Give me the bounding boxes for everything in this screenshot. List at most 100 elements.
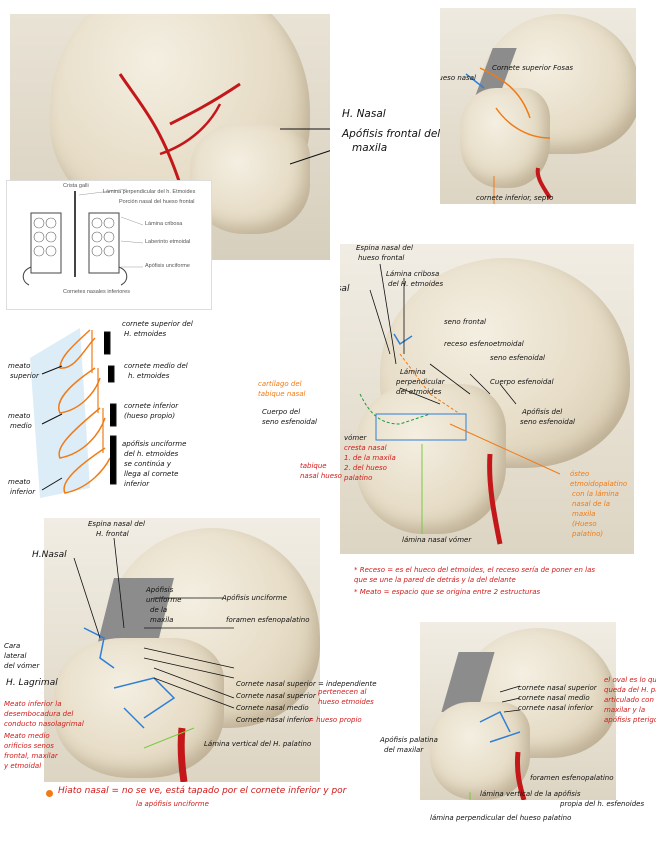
label-septum-c1: tabique [300,462,327,470]
label-note-c2: etmoidopalatino [570,480,628,488]
label-vertical-e2: propia del h. esfenoides [560,800,645,808]
label-sup-e: cornete nasal superior [518,684,597,692]
sketch-uncinate-1: apófisis unciforme [122,440,187,448]
label-uncinate-d3: de la [150,606,168,614]
label-inf-concha-d: Cornete nasal medio [236,704,309,712]
label-cribriform-c2: del H. etmoides [388,280,444,288]
ethmoid-diagram: Crista galli Lámina perpendicular del h.… [6,180,212,310]
diagram-label-nasal-part: Porción nasal del hueso frontal [119,199,195,205]
label-sup-concha-b: Cornete superior Fosas [492,64,574,72]
diagram-label-labyrinth: Laberinto etmoidal [145,239,191,245]
label-palatine-d: Lámina vertical del H. palatino [204,740,312,748]
label-red-note-e2: queda del H. palatino [604,686,656,694]
label-own-bone-d: = hueso propio [308,716,362,724]
sketch-uncinate-5: inferior [124,480,150,488]
sketch-middle-meatus-2: medio [10,422,32,430]
label-spine-d1: Espina nasal del [88,520,145,528]
label-red-note-e5: apófisis pterigoides [604,716,656,724]
skull-photo-lateral [10,14,330,260]
sketch-upper-meatus-1: meato [8,362,31,370]
label-hiato-d: Hiato nasal = no se ve, está tapado por … [58,786,347,796]
label-etmoid-d2: hueso etmoides [318,698,374,706]
sketch-upper-meatus-2: superior [10,372,39,380]
sketch-mid-concha-1: cornete medio del [124,362,188,370]
artery-lines [118,73,330,201]
label-meato-d3: conducto nasolagrimal [4,720,84,728]
diagram-label-crista: Crista galli [63,183,89,189]
sagittal-photo-d [44,518,320,782]
ethmoid-schematic [22,188,144,286]
label-sphenopalatine-e: foramen esfenopalatino [530,774,614,782]
sketch-uncinate-4: llega al cornete [124,470,179,478]
sketch-mid-concha-2: h. etmoides [128,372,170,380]
label-meato-d6: frontal, maxilar [4,752,58,760]
label-perp-c1: Lámina [400,368,426,376]
note-line-2: que se une la pared de detrás y la del d… [354,576,516,584]
label-nasal-d: H.Nasal [32,550,67,560]
label-spine-c2: hueso frontal [358,254,405,262]
label-nasal-wall-d2: lateral [4,652,27,660]
label-uncinate-d4: maxila [150,616,174,624]
label-meato-d7: y etmoidal [4,762,42,770]
diagram-label-perp: Lámina perpendicular del h. Etmoides [103,189,196,195]
label-palatine-e2: del maxilar [384,746,424,754]
label-cribriform-c1: Lámina cribosa [386,270,440,278]
label-meato-d4: Meato medio [4,732,50,740]
label-note-c3: con la lámina [572,490,619,498]
label-inf-concha-d2: Cornete nasal inferior [236,716,313,724]
skull-d-face [54,638,224,778]
annotations-c [359,263,561,545]
sketch-uncinate-2: del h. etmoides [124,450,179,458]
note-line-3: * Meato = espacio que se origina entre 2… [354,588,541,596]
sagittal-photo-e [420,622,616,800]
label-red-note-e4: maxilar y la [604,706,646,714]
label-palatine-e1: Apófisis palatina [380,736,438,744]
label-note-c5: maxila [572,510,596,518]
label-red-note-e3: articulado con el [604,696,656,704]
label-perp-c3: del etmoides [396,388,442,396]
label-apophysis-c2: seno esfenoidal [520,418,575,426]
label-frontal-sinus-c: seno frontal [444,318,486,326]
label-frontal-process-a2: maxila [352,142,388,154]
label-uncinate-d2: unciforme [146,596,182,604]
label-cartilage-c2: tabique nasal [258,390,306,398]
label-spine-d2: H. frontal [96,530,129,538]
label-inf-concha-b: cornete inferior, septo [476,194,554,202]
annotations-d [73,537,235,782]
label-vomer-c: vómer [344,434,367,442]
label-sphenoid-sinus-c: seno esfenoidal [490,354,545,362]
sketch-lower-meatus-2: inferior [10,488,36,496]
label-inf-e: cornete nasal inferior [518,704,593,712]
label-septum-c2: nasal hueso [300,472,342,480]
sketch-inf-concha-2: (hueso propio) [124,412,176,420]
skull-e-face [430,702,530,800]
sagittal-photo-b: hueso nasal Cornete superior Fosas corne… [440,8,636,204]
sketch-sup-concha-2: H. etmoides [124,330,167,338]
label-uncinate-d1: Apófisis [146,586,174,594]
label-crest-c3: 2. del hueso [344,464,387,472]
conchae-sketch [30,328,117,498]
label-note-c6: (Hueso [572,520,597,528]
label-meato-d5: orificios senos [4,742,54,750]
label-cartilage-c1: cartílago del [258,380,302,388]
label-nasal-c: H. Nasal [340,284,350,294]
label-apophysis-c1: Apófisis del [522,408,563,416]
label-hiato-d2: la apófisis unciforme [136,800,209,808]
label-sphenoid-c1: Cuerpo del [262,408,301,416]
sagittal-photo-c: Espina nasal del hueso frontal Lámina cr… [340,244,634,554]
label-perp-c2: perpendicular [396,378,445,386]
bullet-dot [46,790,53,797]
label-sphenopalatine-d: foramen esfenopalatino [226,616,310,624]
label-etmoid-d1: pertenecen al [318,688,367,696]
label-nasal-bone-b: hueso nasal [440,74,476,82]
label-frontal-process-a1: Apófisis frontal del [342,128,441,140]
sketch-uncinate-3: se continúa y [124,460,171,468]
label-sphenoethmoid-c: receso esfenoetmoidal [444,340,524,348]
label-nasal-a: H. Nasal [342,108,386,120]
note-line-1: * Receso = es el hueco del etmoides, el … [354,566,596,574]
label-sphenoid-body-c: Cuerpo esfenoidal [490,378,554,386]
diagram-label-cribriform: Lámina cribosa [145,221,183,227]
label-uncinate-r-d: Apófisis unciforme [222,594,287,602]
label-perp-palatine-e: lámina perpendicular del hueso palatino [430,814,572,822]
label-note-c1: ósteo [570,470,590,478]
